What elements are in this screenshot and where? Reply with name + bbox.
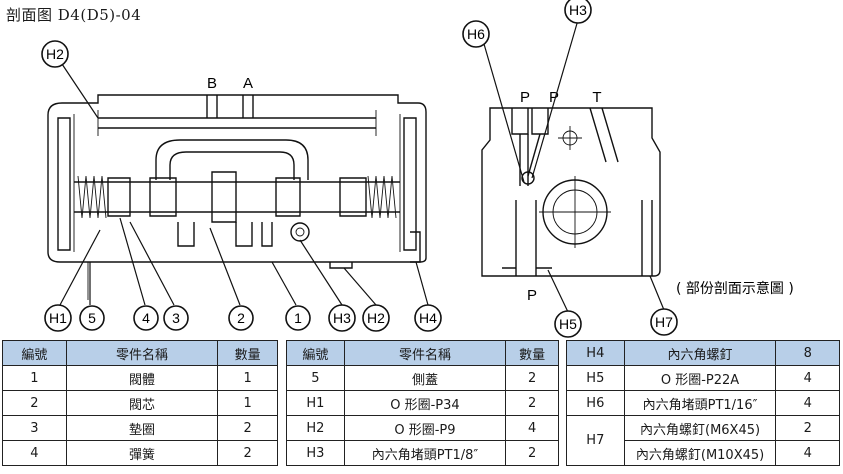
header-qty: 數量: [217, 340, 278, 366]
callout-h4: H4: [414, 304, 442, 332]
callout-h5: H5: [554, 310, 582, 338]
callout-h7: H7: [650, 308, 678, 336]
drawing-title: 剖面图 D4(D5)-04: [6, 6, 142, 24]
port-label-p1: P: [520, 89, 530, 106]
callout-2: 2: [228, 305, 254, 331]
callout-h6: H6: [462, 20, 490, 48]
header-qty: 數量: [505, 340, 559, 366]
callout-5: 5: [79, 305, 105, 331]
svg-text:H5: H5: [559, 316, 577, 332]
svg-text:H4: H4: [419, 310, 437, 326]
port-label-p-bottom: P: [527, 287, 537, 304]
svg-text:H6: H6: [467, 26, 485, 42]
header-name: 零件名稱: [343, 340, 507, 366]
port-label-b: B: [207, 75, 217, 92]
svg-text:H7: H7: [655, 314, 673, 330]
partial-section-view: [481, 107, 661, 277]
header-no: 編號: [2, 340, 67, 366]
svg-text:4: 4: [142, 310, 150, 326]
svg-text:H3: H3: [569, 2, 587, 18]
svg-text:H2: H2: [367, 310, 385, 326]
leader-lines: [59, 19, 665, 313]
callout-h2-top: H2: [41, 40, 69, 68]
callout-h3-bottom: H3: [328, 304, 356, 332]
callout-h3-top: H3: [564, 0, 592, 24]
port-label-t: T: [592, 89, 601, 106]
callout-3: 3: [163, 305, 189, 331]
callout-h2-bottom: H2: [362, 304, 390, 332]
callout-h1: H1: [44, 304, 72, 332]
svg-text:3: 3: [172, 310, 180, 326]
svg-text:H2: H2: [46, 46, 64, 62]
partial-section-note: ( 部份剖面示意圖 ): [676, 280, 794, 297]
table-row: 內六角螺釘(M10X45)4: [567, 440, 840, 466]
svg-text:5: 5: [88, 310, 96, 326]
callout-4: 4: [133, 305, 159, 331]
header-no: 編號: [286, 340, 345, 366]
table-header-row: 編號 零件名稱 數量: [286, 340, 559, 366]
svg-text:H3: H3: [333, 310, 351, 326]
header-name: 零件名稱: [65, 340, 219, 366]
cross-section-drawing: B A P P T P H2 H3 H6 H1 5 4 3 2 1 H3 H2 …: [41, 0, 794, 338]
table-header-row: 編號 零件名稱 數量: [2, 340, 278, 366]
port-label-p2: P: [549, 89, 559, 106]
callout-1: 1: [285, 305, 311, 331]
port-label-a: A: [243, 75, 253, 92]
valve-body-section: [47, 94, 427, 300]
svg-text:H1: H1: [49, 310, 67, 326]
svg-text:1: 1: [294, 310, 302, 326]
svg-text:2: 2: [237, 310, 245, 326]
